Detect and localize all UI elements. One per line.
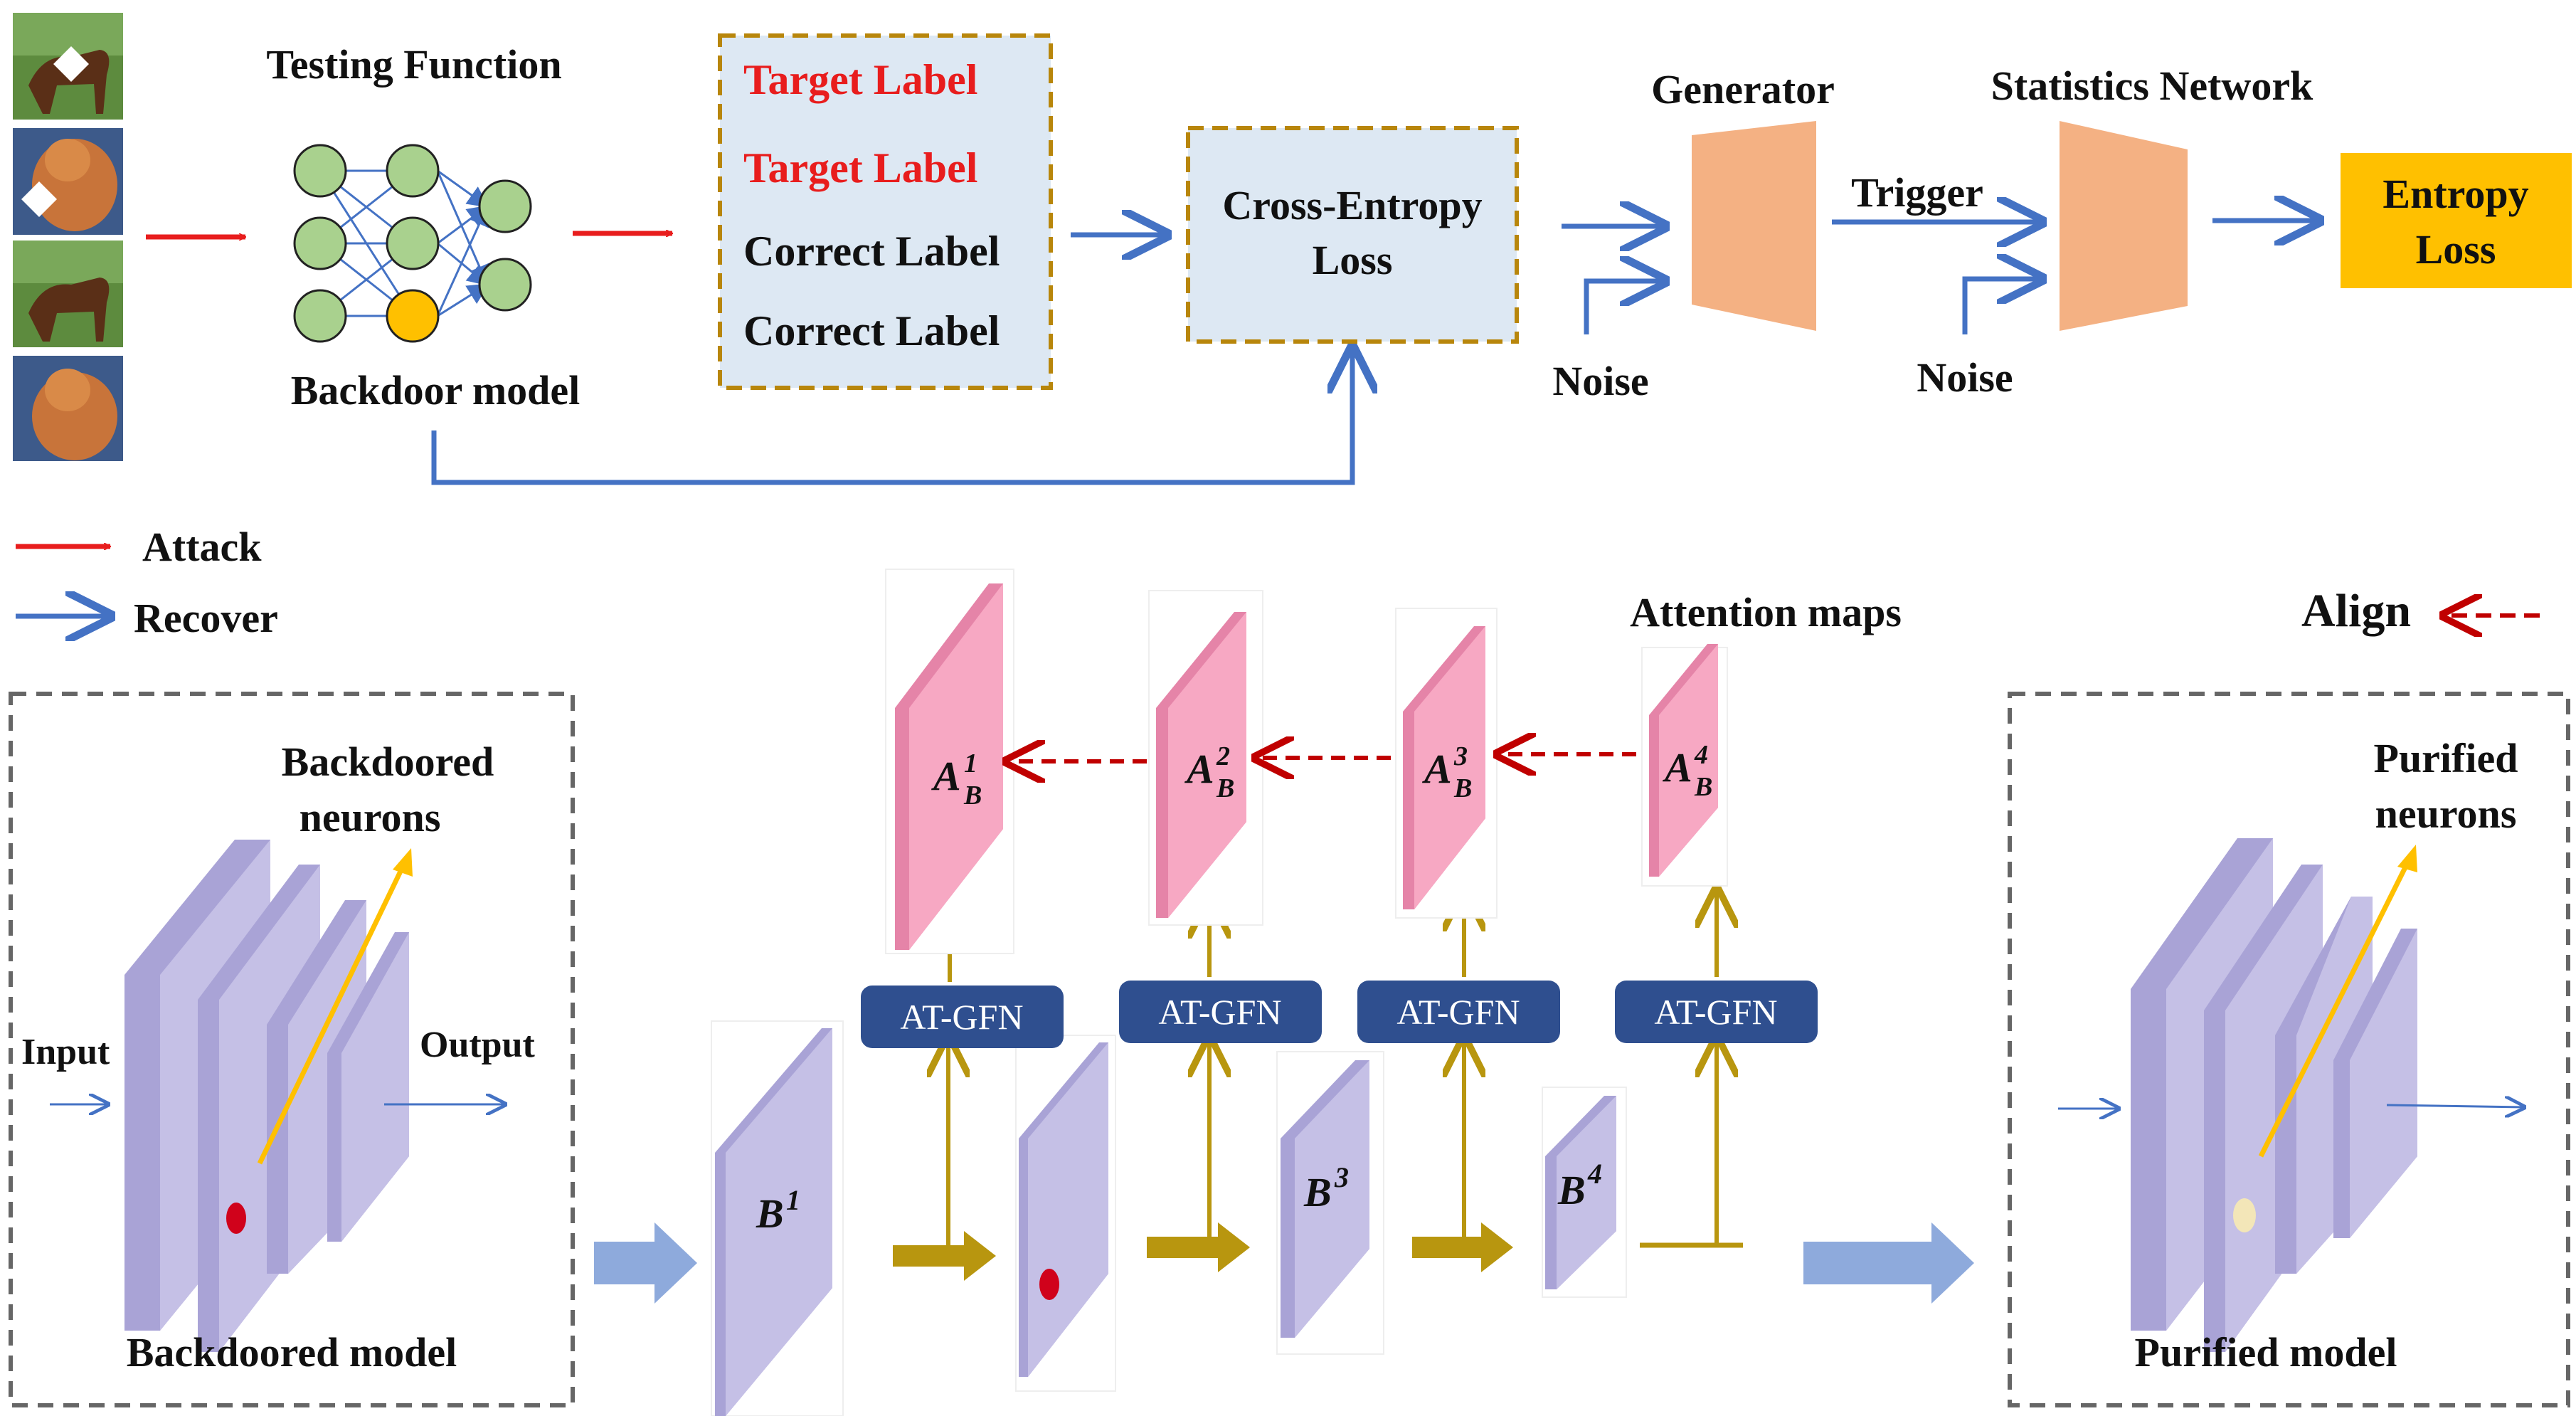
svg-text:AT-GFN: AT-GFN: [1654, 992, 1777, 1032]
svg-text:A: A: [931, 753, 961, 799]
svg-text:4: 4: [1694, 740, 1708, 770]
attention-map-a4: A 4 B: [1641, 644, 1728, 887]
backdoored-neuron-arrow: [257, 860, 408, 1165]
big-arrow-left: [594, 1222, 697, 1304]
svg-text:AT-GFN: AT-GFN: [1158, 992, 1281, 1032]
backdoored-model-frame: [9, 692, 575, 1407]
statistics-network-block: [2060, 121, 2188, 331]
generator-block: [1692, 121, 1816, 331]
big-arrow-right: [1803, 1222, 1974, 1304]
purified-neuron-arrow: [2258, 856, 2413, 1158]
svg-text:A: A: [1184, 746, 1214, 792]
svg-text:1: 1: [964, 749, 977, 778]
feature-map-b1: B 1: [711, 1020, 844, 1416]
purified-neurons-line2: neurons: [2375, 791, 2517, 837]
feature-map-b3: B 3: [1276, 1051, 1384, 1355]
recover-loop-arrow: [431, 349, 1352, 485]
statistics-network-label: Statistics Network: [1991, 63, 2313, 109]
entropy-loss-box: Entropy Loss: [2341, 153, 2572, 288]
backdoored-layer-stack: [124, 840, 413, 1352]
purified-model-label: Purified model: [2135, 1329, 2397, 1375]
svg-text:3: 3: [1453, 741, 1468, 771]
label-target-2: Target Label: [743, 144, 977, 191]
svg-text:AT-GFN: AT-GFN: [900, 997, 1023, 1037]
label-target-1: Target Label: [743, 56, 977, 103]
label-correct-2: Correct Label: [743, 307, 1000, 354]
purified-model-frame: [2008, 692, 2570, 1407]
b4-sup: 4: [1587, 1158, 1602, 1190]
backdoored-neurons-line2: neurons: [300, 794, 441, 840]
predicted-labels-box: Target Label Target Label Correct Label …: [718, 33, 1053, 390]
label-correct-1: Correct Label: [743, 228, 1000, 275]
legend-attack-label: Attack: [142, 524, 262, 570]
feature-map-b2: [1015, 1035, 1116, 1392]
legend-recover-label: Recover: [134, 595, 278, 641]
b3-base: B: [1303, 1169, 1332, 1215]
svg-text:B: B: [963, 781, 982, 810]
backdoored-model-label: Backdoored model: [127, 1329, 457, 1375]
purified-output-arrow: [2386, 1105, 2524, 1107]
svg-text:2: 2: [1216, 741, 1230, 771]
b3-sup: 3: [1334, 1161, 1349, 1193]
svg-text:A: A: [1422, 746, 1452, 792]
noise-label-2: Noise: [1917, 354, 2013, 401]
flow-arrow-3: [1412, 1222, 1513, 1272]
flow-arrow-1: [893, 1231, 996, 1281]
svg-text:B: B: [1694, 772, 1712, 802]
attention-map-a1: A 1 B: [885, 569, 1014, 954]
cross-entropy-line2: Loss: [1313, 237, 1393, 283]
cross-entropy-loss-box: Cross-Entropy Loss: [1186, 126, 1519, 344]
attention-map-a3: A 3 B: [1395, 608, 1498, 919]
purified-layer-stack: [2131, 838, 2417, 1352]
backdoored-neurons-line1: Backdoored: [282, 739, 494, 785]
input-image-cat: [13, 356, 123, 461]
input-image-horse: [13, 241, 123, 347]
svg-text:B: B: [1216, 773, 1234, 803]
entropy-loss-line1: Entropy: [2382, 171, 2528, 217]
input-label: Input: [21, 1032, 110, 1072]
testing-function-label: Testing Function: [266, 41, 561, 88]
noise-arrow-2: [1962, 279, 2042, 334]
backdoor-network: [293, 144, 532, 343]
backdoor-model-label: Backdoor model: [291, 367, 581, 413]
feature-map-b4: B 4: [1542, 1087, 1627, 1298]
at-gfn-module-4: AT-GFN: [1615, 981, 1818, 1043]
noise-arrow-1: [1584, 281, 1665, 334]
flow-arrow-2: [1147, 1222, 1250, 1272]
generator-label: Generator: [1651, 66, 1835, 112]
cross-entropy-line1: Cross-Entropy: [1222, 182, 1482, 228]
b1-sup: 1: [786, 1184, 800, 1216]
entropy-loss-line2: Loss: [2416, 226, 2496, 273]
purified-neuron-dot: [2233, 1198, 2256, 1232]
input-image-cat-trigger: [13, 128, 123, 235]
b4-base: B: [1557, 1167, 1586, 1213]
purified-neurons-line1: Purified: [2374, 735, 2518, 781]
svg-text:A: A: [1663, 744, 1692, 791]
at-gfn-module-1: AT-GFN: [861, 986, 1064, 1048]
svg-text:B: B: [1453, 773, 1472, 803]
b1-base: B: [756, 1190, 784, 1237]
at-gfn-module-2: AT-GFN: [1119, 981, 1322, 1043]
b2-backdoor-dot: [1039, 1269, 1059, 1300]
output-label: Output: [420, 1025, 536, 1065]
legend-align-label: Align: [2301, 585, 2411, 637]
input-image-horse-trigger: [13, 13, 123, 120]
trigger-label: Trigger: [1851, 169, 1983, 216]
backdoored-neuron-dot: [226, 1203, 246, 1234]
noise-label-1: Noise: [1552, 358, 1648, 404]
at-gfn-module-3: AT-GFN: [1357, 981, 1560, 1043]
attention-map-a2: A 2 B: [1148, 590, 1263, 926]
attention-maps-label: Attention maps: [1630, 589, 1902, 635]
svg-text:AT-GFN: AT-GFN: [1396, 992, 1520, 1032]
